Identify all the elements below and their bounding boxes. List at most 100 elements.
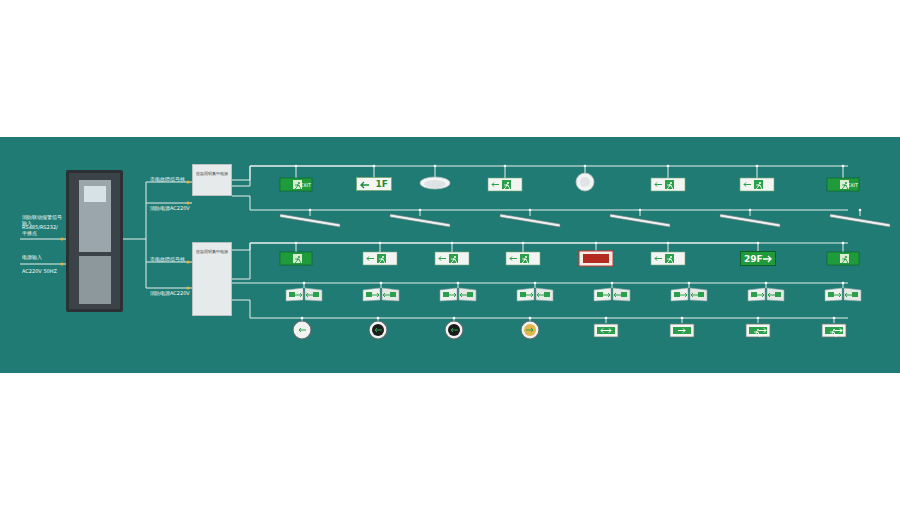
arrow-mark (614, 293, 621, 297)
door-mark (751, 292, 757, 297)
marker-ring (372, 324, 384, 336)
wire-label: 市电故障信号线 (150, 256, 185, 262)
arrow-mark (537, 293, 544, 297)
arrow-mark (680, 293, 687, 297)
tap-dot (457, 282, 460, 285)
drop-wire (296, 243, 297, 252)
runner-head (845, 182, 847, 184)
arrow-mark (759, 329, 766, 333)
arrow-mark (845, 293, 852, 297)
door-mark (293, 254, 302, 263)
small-sign-face (597, 327, 615, 334)
tap-dot (534, 282, 537, 285)
arrow-mark (835, 329, 842, 333)
runner-figure (522, 258, 528, 264)
arrow-mark (383, 293, 390, 297)
double-sign-left (748, 288, 765, 301)
small-sign-face (673, 327, 691, 334)
exit-sign (280, 178, 312, 191)
runner-figure (667, 258, 673, 264)
tap-dot (373, 165, 376, 168)
direction-sign (435, 252, 469, 265)
arrow-mark (655, 183, 662, 187)
door-mark (449, 254, 458, 263)
door-mark (289, 292, 295, 297)
double-sign-left (363, 288, 380, 301)
tap-dot (301, 317, 304, 320)
double-sign-right (305, 288, 322, 301)
bus-connector (232, 243, 758, 279)
floor-marker (369, 321, 387, 339)
direction-sign (488, 178, 522, 191)
wire-label: 电源输入 (22, 254, 62, 260)
runner-head (454, 256, 456, 258)
drop-wire (757, 166, 758, 178)
linear-lamp (280, 214, 340, 227)
runner-figure (756, 184, 762, 190)
exit-sign (827, 252, 859, 265)
door-mark (520, 254, 529, 263)
box-title: 应急照明集中电源 (196, 171, 228, 176)
sign-text: EXIT (300, 182, 311, 188)
arrow-mark (768, 293, 775, 297)
door-mark (502, 180, 511, 189)
wire-label: 消防电源AC220V (150, 205, 190, 211)
box-title: 应急照明集中电源 (196, 249, 228, 254)
arrow-mark (439, 257, 446, 261)
arrow-mark (604, 329, 611, 333)
bus-lines (232, 166, 848, 318)
tap-dot (380, 282, 383, 285)
arrow-mark (744, 183, 751, 187)
tap-dot (667, 165, 670, 168)
linear-lamp (720, 214, 780, 227)
cabinet-panel (79, 180, 111, 252)
double-sign-right (536, 288, 553, 301)
arrow-mark (375, 328, 382, 332)
teal-band (0, 137, 900, 373)
arrow-mark (299, 328, 306, 332)
power-box: 应急照明集中电源 (192, 242, 232, 316)
runner-head (670, 182, 672, 184)
input-dots (61, 181, 190, 290)
tap-dot (309, 209, 312, 212)
tap-dot (419, 209, 422, 212)
door-mark (852, 292, 858, 297)
linear-lamp (500, 214, 560, 227)
linear-lamp (830, 214, 890, 227)
door-mark (443, 292, 449, 297)
controller-cabinet (66, 170, 123, 312)
runner-head (759, 182, 761, 184)
sign-arrow (360, 181, 370, 189)
exit-sign (827, 178, 859, 191)
exit-sign (280, 252, 312, 265)
arrow-mark (526, 293, 533, 297)
direction-sign (651, 178, 685, 191)
drop-wire (668, 243, 669, 252)
double-sign-left (440, 288, 457, 301)
linear-lamp (390, 214, 450, 227)
tap-dot (842, 282, 845, 285)
direction-sign (363, 252, 397, 265)
door-mark (698, 292, 704, 297)
door-mark (390, 292, 396, 297)
tap-dot (749, 209, 752, 212)
arrow-mark (492, 183, 499, 187)
drop-wire (435, 166, 436, 178)
wire-label: 消防电源AC220V (150, 290, 190, 296)
double-sign-right (459, 288, 476, 301)
door-mark (775, 292, 781, 297)
direction-sign (651, 252, 685, 265)
double-sign-right (690, 288, 707, 301)
tap-dot (611, 282, 614, 285)
runner-figure (754, 331, 760, 337)
door-mark (377, 254, 386, 263)
runner-head (525, 256, 527, 258)
floor-number: 29F (744, 254, 763, 264)
arrow-mark (510, 257, 517, 261)
tap-dot (681, 317, 684, 320)
cabinet-lower-panel (79, 256, 111, 304)
tap-dot (833, 317, 836, 320)
runner-figure (842, 258, 848, 264)
runner-head (670, 256, 672, 258)
